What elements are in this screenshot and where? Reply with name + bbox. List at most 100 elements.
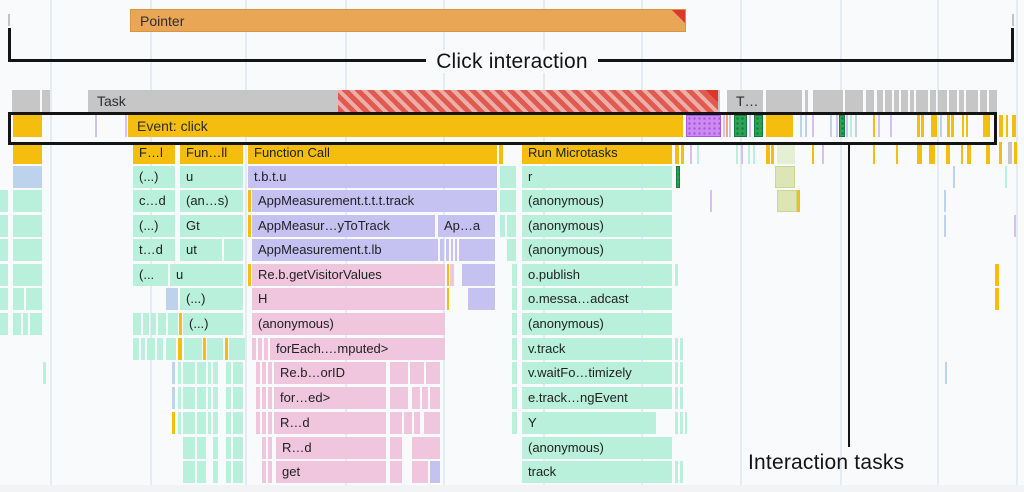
flame-bar[interactable]	[125, 115, 127, 137]
flame-bar[interactable]	[262, 362, 266, 384]
flame-bar[interactable]	[264, 338, 268, 360]
flame-bar[interactable]	[447, 264, 449, 286]
flame-bar[interactable]	[512, 412, 517, 434]
flame-bar[interactable]	[676, 166, 680, 188]
flame-bar[interactable]	[839, 115, 845, 137]
flame-bar[interactable]	[896, 142, 898, 164]
flame-bar[interactable]	[268, 412, 272, 434]
flame-bar[interactable]	[999, 115, 1003, 137]
flame-bar[interactable]: (an…s)	[180, 190, 243, 212]
flame-bar[interactable]	[168, 313, 178, 335]
flame-bar[interactable]	[13, 166, 42, 188]
flame-bar[interactable]	[268, 387, 272, 409]
flame-bar[interactable]: u	[170, 264, 243, 286]
flame-bar[interactable]	[262, 461, 266, 483]
flame-bar[interactable]	[225, 338, 228, 360]
flame-bar[interactable]	[921, 115, 924, 137]
flame-bar[interactable]	[507, 239, 516, 261]
flame-bar[interactable]	[830, 115, 832, 137]
flame-bar[interactable]	[697, 142, 699, 164]
flame-bar[interactable]	[966, 115, 968, 137]
flame-bar[interactable]	[183, 461, 195, 483]
flame-bar[interactable]	[500, 166, 516, 188]
flame-bar[interactable]	[961, 142, 963, 164]
flame-bar[interactable]: e.track…ngEvent	[522, 387, 672, 409]
flame-bar[interactable]	[430, 461, 440, 483]
flame-bar[interactable]	[675, 264, 678, 286]
flame-bar[interactable]	[440, 239, 444, 261]
flame-bar[interactable]	[262, 412, 266, 434]
flame-bar[interactable]	[929, 142, 935, 164]
flame-bar[interactable]	[0, 313, 8, 335]
flame-bar[interactable]: (...)	[133, 166, 175, 188]
flame-bar[interactable]	[390, 387, 408, 409]
flame-bar[interactable]	[166, 288, 178, 310]
flame-bar[interactable]: H	[252, 288, 445, 310]
flame-bar[interactable]	[258, 338, 262, 360]
flame-bar[interactable]	[507, 215, 516, 237]
flame-bar[interactable]	[133, 313, 141, 335]
flame-bar[interactable]	[414, 412, 420, 434]
flame-bar[interactable]	[681, 142, 684, 164]
flame-bar[interactable]	[813, 90, 843, 112]
flame-bar[interactable]	[143, 313, 149, 335]
flame-bar[interactable]	[451, 239, 453, 261]
flame-bar[interactable]	[468, 288, 495, 310]
flame-bar[interactable]	[499, 142, 503, 164]
flame-bar[interactable]	[500, 215, 505, 237]
flame-bar[interactable]: (anonymous)	[522, 437, 672, 459]
flame-bar[interactable]	[729, 115, 731, 137]
flame-bar[interactable]	[157, 338, 163, 360]
flame-bar[interactable]	[0, 288, 8, 310]
flame-bar[interactable]	[940, 115, 942, 137]
flame-bar[interactable]	[166, 338, 176, 360]
flame-bar[interactable]	[901, 90, 908, 112]
flame-bar[interactable]: t.b.t.u	[248, 166, 497, 188]
flame-bar[interactable]	[0, 215, 8, 237]
flame-bar[interactable]	[410, 362, 424, 384]
flame-bar[interactable]	[412, 387, 420, 409]
flame-bar[interactable]	[1008, 142, 1012, 164]
flame-bar[interactable]: forEach.…mputed>	[270, 338, 445, 360]
flame-bar[interactable]	[675, 461, 678, 483]
flame-bar[interactable]	[224, 239, 243, 261]
flame-bar[interactable]	[512, 338, 517, 360]
flame-bar[interactable]: get	[276, 461, 386, 483]
flame-bar[interactable]	[0, 239, 8, 261]
flame-bar[interactable]	[885, 90, 892, 112]
flame-bar[interactable]	[158, 313, 166, 335]
flame-bar[interactable]	[183, 437, 195, 459]
flame-bar[interactable]: Y	[522, 412, 656, 434]
flame-bar[interactable]	[252, 338, 256, 360]
flame-bar[interactable]	[13, 190, 42, 212]
flame-bar[interactable]	[0, 190, 8, 212]
flame-bar[interactable]	[917, 142, 922, 164]
flame-bar[interactable]	[390, 362, 408, 384]
flame-bar[interactable]	[945, 362, 947, 384]
flame-bar[interactable]	[967, 142, 971, 164]
flame-bar[interactable]	[213, 461, 218, 483]
flame-bar[interactable]	[890, 115, 892, 137]
flame-bar[interactable]: R…d	[274, 412, 386, 434]
flame-bar[interactable]	[959, 90, 964, 112]
flame-bar[interactable]	[777, 142, 795, 164]
flame-bar[interactable]: (...)	[180, 288, 243, 310]
flame-bar[interactable]: Fun…ll	[180, 142, 243, 164]
flame-bar[interactable]	[754, 115, 763, 137]
flame-bar[interactable]	[233, 362, 243, 384]
flame-bar[interactable]: (...)	[133, 215, 175, 237]
flame-bar[interactable]	[989, 90, 997, 112]
flame-bar[interactable]	[213, 412, 218, 434]
flame-bar[interactable]	[462, 264, 495, 286]
flame-bar[interactable]	[208, 362, 211, 384]
flame-bar[interactable]	[986, 142, 990, 164]
flame-bar[interactable]: (anonymous)	[522, 215, 672, 237]
flame-bar[interactable]	[910, 90, 914, 112]
flame-bar[interactable]	[846, 115, 848, 137]
task-bar[interactable]: T…	[727, 90, 763, 112]
flame-bar[interactable]	[226, 362, 231, 384]
flame-bar[interactable]	[771, 142, 774, 164]
flame-bar[interactable]: AppMeasurement.t.lb	[252, 239, 438, 261]
flame-bar[interactable]	[951, 115, 954, 137]
flame-bar[interactable]	[675, 338, 678, 360]
